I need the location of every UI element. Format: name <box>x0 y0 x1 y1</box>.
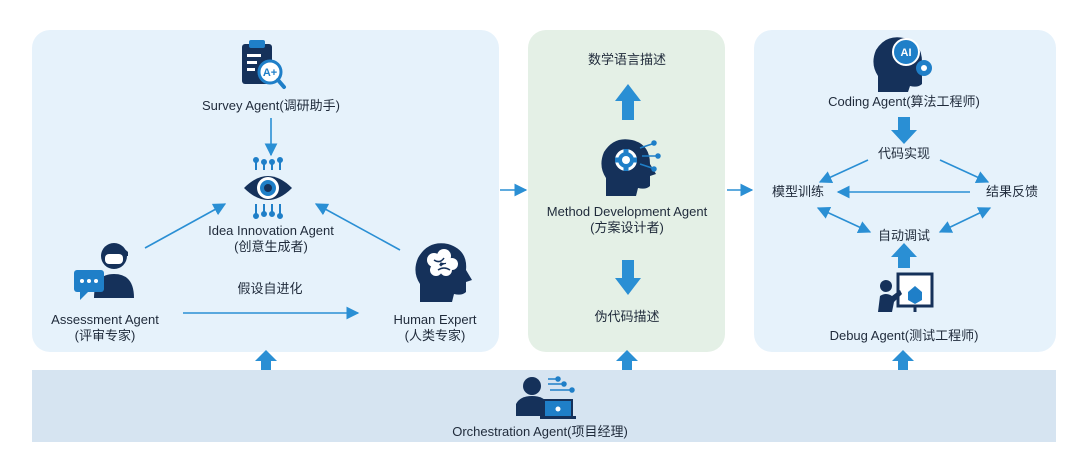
assessment-agent-name: Assessment Agent <box>51 312 159 327</box>
survey-agent-name: Survey Agent <box>202 98 280 113</box>
manager-laptop-icon <box>516 376 576 419</box>
coding-agent-label: Coding Agent(算法工程师) <box>828 94 980 110</box>
assessment-agent-label: Assessment Agent (评审专家) <box>51 312 159 344</box>
survey-agent-label: Survey Agent(调研助手) <box>202 98 340 114</box>
human-expert-label: Human Expert (人类专家) <box>393 312 476 344</box>
debug-agent-role: (测试工程师) <box>904 328 979 343</box>
method-agent-role: (方案设计者) <box>590 220 664 235</box>
idea-agent-role: (创意生成者) <box>234 239 308 254</box>
train-label: 模型训练 <box>771 184 825 199</box>
orchestration-agent-label: Orchestration Agent(项目经理) <box>452 424 628 440</box>
svg-text:AI: AI <box>901 47 912 59</box>
method-agent-label: Method Development Agent (方案设计者) <box>547 204 707 236</box>
human-expert-name: Human Expert <box>393 312 477 327</box>
coding-agent-role: (算法工程师) <box>906 94 980 109</box>
assessment-agent-role: (评审专家) <box>74 328 136 343</box>
implement-to-feedback-arrow <box>939 159 990 184</box>
feedback-debug-arrow <box>938 207 992 233</box>
auto-debug-label: 自动调试 <box>877 228 931 243</box>
feedback-label: 结果反馈 <box>985 184 1039 199</box>
debug-agent-name: Debug Agent <box>829 328 905 343</box>
survey-agent-role: (调研助手) <box>279 98 340 113</box>
brain-head-icon <box>415 243 472 302</box>
debug-up-block-arrow <box>891 243 917 268</box>
assessor-chat-icon <box>74 243 134 300</box>
orchestration-agent-role: (项目经理) <box>567 424 628 439</box>
idea-agent-label: Idea Innovation Agent (创意生成者) <box>208 223 334 255</box>
pseudocode-label: 伪代码描述 <box>594 309 660 324</box>
math-description-label: 数学语言描述 <box>587 52 667 67</box>
band-up-arrow-right <box>892 350 914 370</box>
method-agent-name: Method Development Agent <box>546 204 708 219</box>
svg-text:A+: A+ <box>263 67 277 79</box>
middle-up-block-arrow <box>615 84 641 120</box>
assessment-to-idea-arrow <box>144 203 227 249</box>
middle-down-block-arrow <box>615 260 641 295</box>
eye-circuit-icon <box>244 157 292 219</box>
band-up-arrow-left <box>255 350 277 370</box>
band-up-arrow-middle <box>616 350 638 370</box>
coding-agent-name: Coding Agent <box>828 94 907 109</box>
idea-agent-name: Idea Innovation Agent <box>208 223 334 238</box>
human-to-idea-arrow <box>314 203 401 251</box>
gear-head-icon <box>601 139 661 196</box>
implement-to-train-arrow <box>818 159 869 184</box>
orchestration-agent-name: Orchestration Agent <box>452 424 568 439</box>
train-debug-arrow <box>816 207 872 233</box>
implement-label: 代码实现 <box>877 146 931 161</box>
human-expert-role: (人类专家) <box>404 328 466 343</box>
ai-gear-head-icon: AI <box>873 37 932 92</box>
clipboard-search-icon: A+ <box>242 40 286 89</box>
presenter-board-icon <box>878 272 934 312</box>
coding-down-block-arrow <box>891 117 917 144</box>
debug-agent-label: Debug Agent(测试工程师) <box>830 328 979 344</box>
loop-label: 假设自进化 <box>237 281 303 296</box>
